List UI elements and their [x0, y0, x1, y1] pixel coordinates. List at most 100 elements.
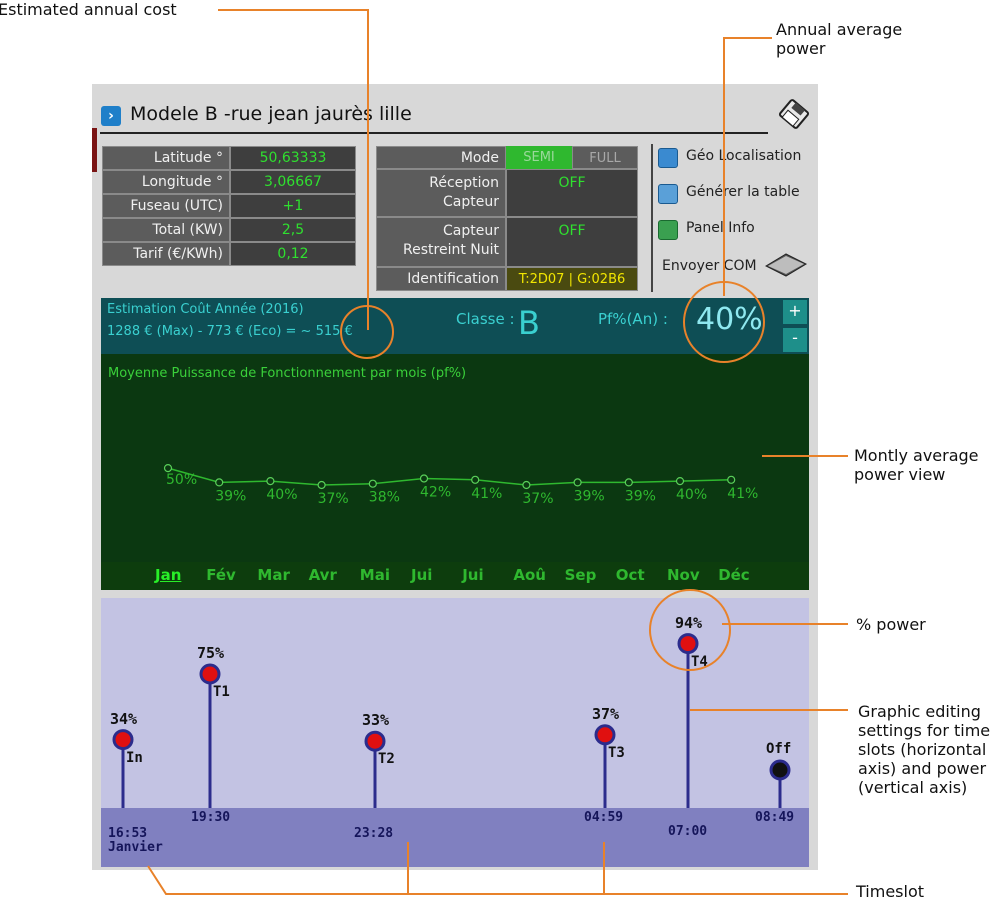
month-tab[interactable]: Jui [462, 566, 484, 584]
timeslot-month: Janvier [108, 840, 163, 855]
data-point[interactable] [368, 479, 377, 488]
data-label: 38% [369, 490, 400, 506]
mode-label: Mode [376, 146, 506, 169]
callout-monthly-view-line1: Montly average [854, 446, 979, 465]
month-bar [101, 562, 809, 590]
data-point[interactable] [163, 463, 173, 473]
data-point[interactable] [624, 478, 633, 487]
diskette-icon[interactable] [778, 98, 810, 130]
timeslot-handle[interactable] [677, 633, 699, 655]
side-divider [651, 144, 653, 292]
data-point[interactable] [675, 476, 685, 486]
monthly-chart-panel [101, 354, 809, 562]
geo-localisation-link[interactable]: Géo Localisation [686, 148, 802, 164]
data-label: 41% [727, 486, 758, 502]
pf-label: Pf%(An) : [598, 310, 668, 328]
month-tab[interactable]: Déc [718, 566, 750, 584]
location-value[interactable]: +1 [230, 194, 356, 218]
mode-semi-button[interactable]: SEMI [506, 146, 572, 169]
timeslot-time: 23:28 [354, 826, 394, 841]
data-point[interactable] [522, 480, 531, 490]
reception-value[interactable]: OFF [506, 169, 638, 217]
callout-graphic-editing: Graphic editing settings for time slots … [858, 702, 990, 797]
location-value[interactable]: 50,63333 [230, 146, 356, 170]
callout-graphic-editing-line2: settings for time [858, 721, 991, 740]
timeslot-pct: 37% [592, 704, 620, 723]
data-point[interactable] [471, 475, 480, 484]
data-label: 50% [166, 472, 197, 488]
identification-value: T:2D07 | G:02B6 [506, 267, 638, 291]
data-point[interactable] [266, 476, 275, 486]
series-line [167, 467, 732, 486]
timeslot-time: 07:00 [668, 824, 708, 839]
panel-info-link[interactable]: Panel Info [686, 220, 755, 236]
month-tab[interactable]: Sep [564, 566, 597, 584]
month-tab[interactable]: Nov [667, 566, 700, 584]
timeslot-handle[interactable] [364, 730, 386, 752]
data-point[interactable] [419, 474, 429, 483]
callout-estimated-cost: Estimated annual cost [0, 0, 177, 19]
classe-label: Classe : [456, 310, 515, 328]
timeslot-time-bar [101, 808, 809, 867]
timeslot-pct: 34% [110, 709, 138, 728]
data-point[interactable] [215, 478, 224, 487]
month-tab[interactable]: Avr [308, 566, 337, 584]
data-point[interactable] [573, 478, 582, 487]
title-accent-bar [92, 128, 97, 172]
timeslot-handle[interactable] [769, 759, 791, 781]
restreint-label-line1: Capteur [443, 223, 499, 239]
timeslot-handle[interactable] [199, 663, 221, 685]
table-icon[interactable] [658, 184, 678, 204]
timeslot-time: 16:53 [108, 826, 148, 841]
callout-timeslot: Timeslot [856, 882, 924, 901]
timeslot-time: 19:30 [191, 810, 231, 825]
reception-label: Réception Capteur [376, 169, 506, 217]
timeslot-tag: T4 [691, 653, 708, 670]
data-point[interactable] [727, 475, 736, 484]
location-value[interactable]: 2,5 [230, 218, 356, 242]
month-tab[interactable]: Aoû [513, 566, 546, 584]
reception-value-text: OFF [558, 175, 586, 191]
timeslot-handle[interactable] [594, 724, 616, 746]
restreint-value[interactable]: OFF [506, 217, 638, 267]
location-value[interactable]: 3,06667 [230, 170, 356, 194]
timeslot-handle[interactable] [112, 729, 134, 751]
timeslot-graph [112, 633, 791, 808]
data-label: 39% [625, 488, 656, 504]
data-label: 39% [215, 488, 246, 504]
generer-table-link[interactable]: Générer la table [686, 184, 800, 200]
restreint-value-text: OFF [558, 223, 586, 239]
month-tab[interactable]: Jan [155, 566, 182, 584]
restreint-label: Capteur Restreint Nuit [376, 217, 506, 267]
month-tab[interactable]: Mai [359, 566, 390, 584]
classe-value: B [518, 304, 540, 342]
chevron-right-icon[interactable]: › [101, 106, 121, 126]
callout-graphic-editing-line4: axis) and power [858, 759, 987, 778]
timeslot-time: 08:49 [755, 810, 795, 825]
panel-info-icon[interactable] [658, 220, 678, 240]
month-tab[interactable]: Fév [206, 566, 236, 584]
mode-full-button[interactable]: FULL [572, 146, 638, 169]
envoyer-com-link[interactable]: Envoyer COM [662, 258, 757, 274]
data-label: 40% [266, 487, 297, 503]
location-value[interactable]: 0,12 [230, 242, 356, 266]
data-label: 37% [522, 491, 553, 507]
globe-icon[interactable] [658, 148, 678, 168]
month-tab[interactable]: Jui [411, 566, 433, 584]
data-label: 37% [318, 491, 349, 507]
data-point[interactable] [317, 480, 326, 490]
reception-label-line1: Réception [429, 175, 499, 191]
decrease-button[interactable]: - [783, 328, 807, 352]
location-label: Tarif (€/KWh) [102, 242, 230, 266]
callout-annual-power: Annual average power [776, 20, 902, 58]
location-label: Longitude ° [102, 170, 230, 194]
callout-graphic-editing-line3: slots (horizontal [858, 740, 987, 759]
pf-value: 40% [696, 302, 763, 337]
month-tab[interactable]: Oct [615, 566, 645, 584]
increase-button[interactable]: + [783, 300, 807, 324]
month-tab[interactable]: Mar [257, 566, 290, 584]
chip-icon[interactable] [762, 250, 808, 280]
location-label: Fuseau (UTC) [102, 194, 230, 218]
timeslot-tag: T2 [378, 751, 395, 768]
data-label: 42% [420, 485, 451, 501]
